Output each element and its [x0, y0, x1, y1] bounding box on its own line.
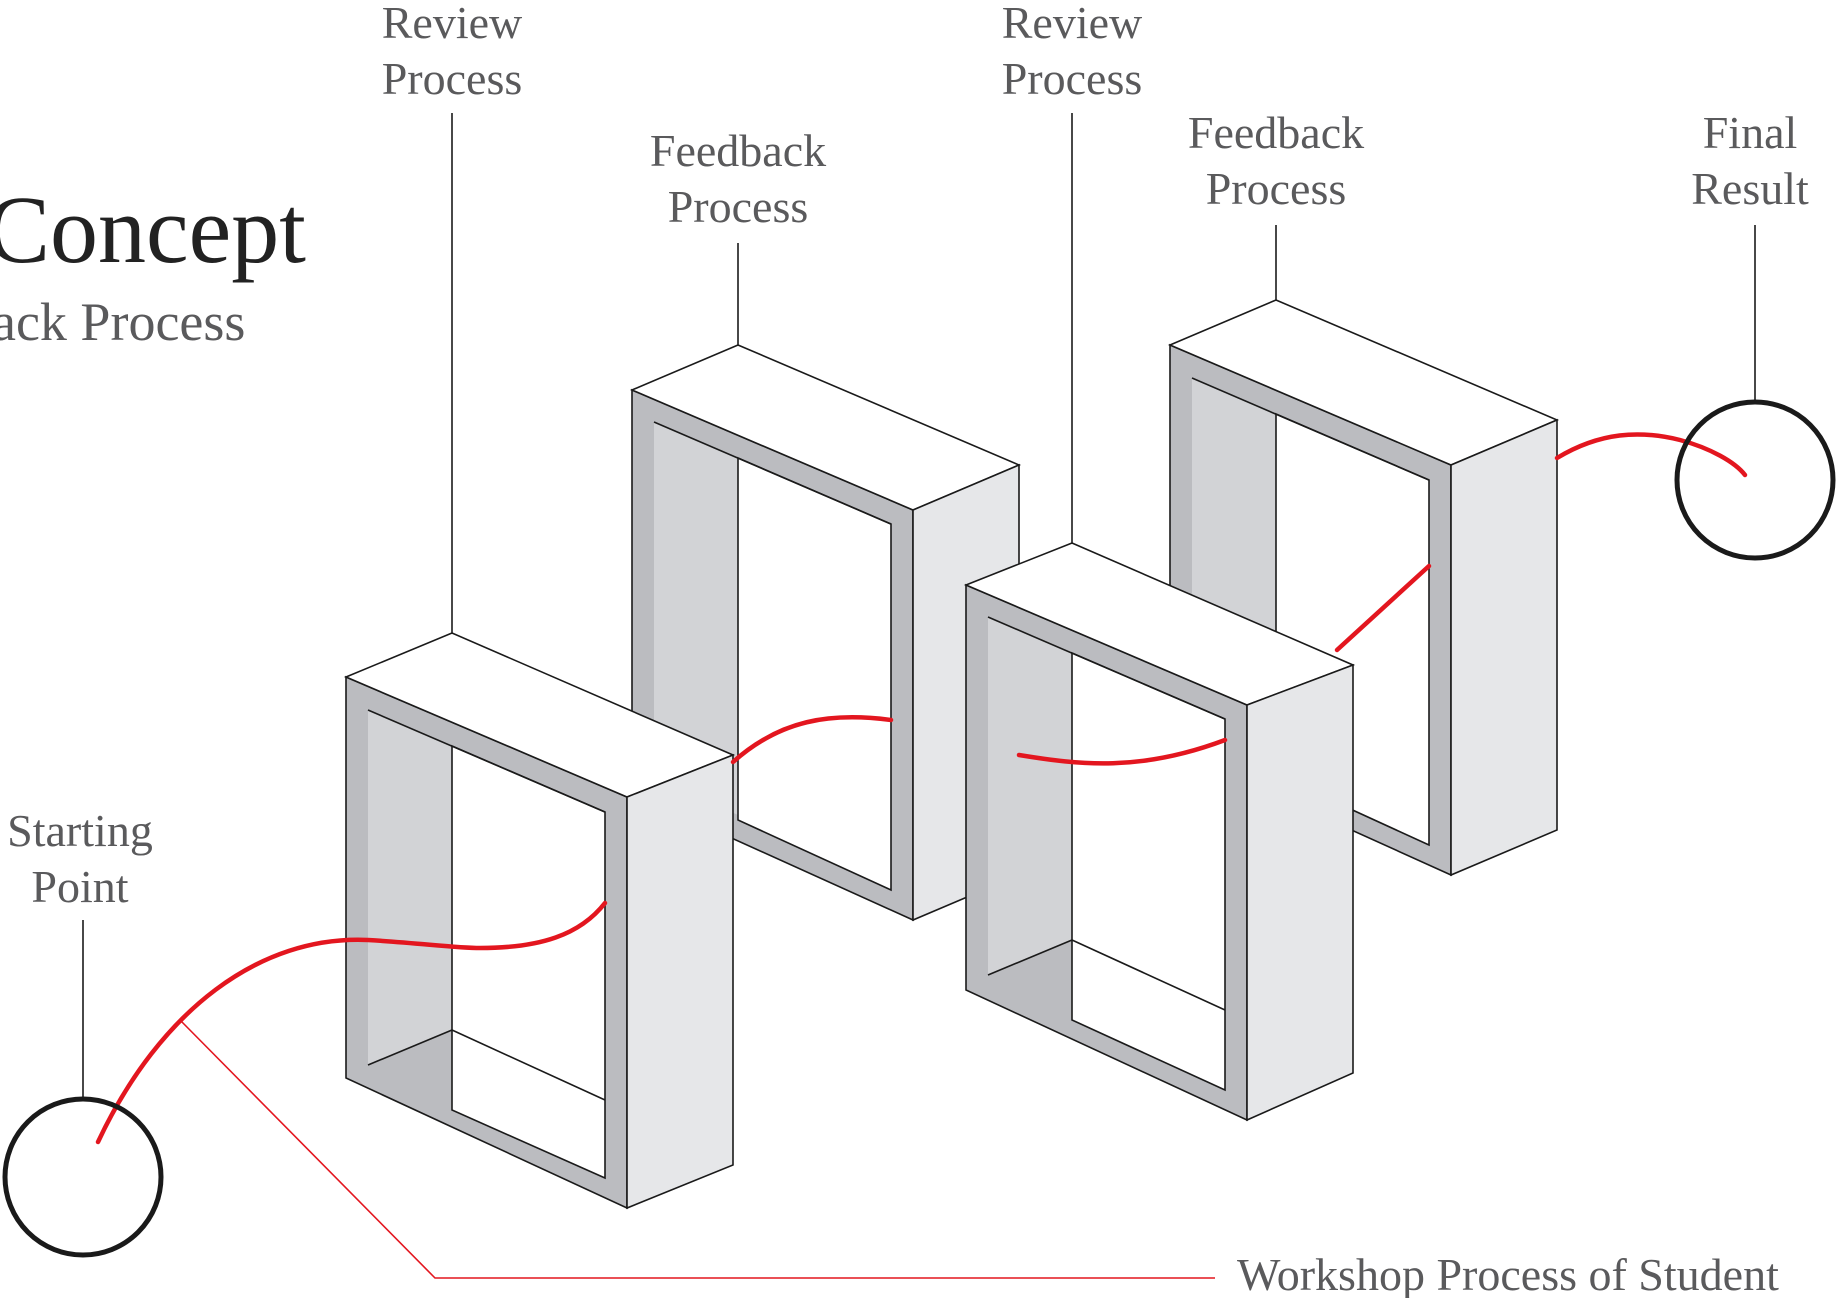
diagram-subtitle: ack Process	[0, 292, 245, 352]
label-workshop-process: Workshop Process of Student	[1237, 1249, 1779, 1298]
svg-text:Review: Review	[382, 0, 523, 48]
label-review-process-1: Review Process	[382, 0, 523, 104]
svg-text:Point: Point	[31, 861, 128, 912]
final-result-circle	[1674, 399, 1836, 561]
svg-text:Process: Process	[1206, 163, 1347, 214]
svg-text:Process: Process	[668, 181, 809, 232]
student-path	[95, 432, 1748, 1145]
svg-text:Process: Process	[1002, 53, 1143, 104]
svg-text:Result: Result	[1691, 163, 1809, 214]
start-point-circle	[2, 1096, 164, 1258]
svg-text:Process: Process	[382, 53, 523, 104]
svg-text:Starting: Starting	[7, 805, 153, 856]
leader-lines	[82, 113, 1756, 1097]
label-feedback-process-1: Feedback Process	[650, 125, 826, 232]
label-final-result: Final Result	[1691, 107, 1809, 214]
svg-text:Review: Review	[1002, 0, 1143, 48]
svg-text:Final: Final	[1703, 107, 1798, 158]
svg-text:Feedback: Feedback	[1188, 107, 1364, 158]
frame-review-1	[343, 632, 736, 1210]
label-review-process-2: Review Process	[1002, 0, 1143, 104]
workshop-callout-line	[179, 1019, 1215, 1279]
label-starting-point: Starting Point	[7, 805, 153, 912]
svg-text:Feedback: Feedback	[650, 125, 826, 176]
label-feedback-process-2: Feedback Process	[1188, 107, 1364, 214]
diagram-title: Concept	[0, 176, 306, 283]
